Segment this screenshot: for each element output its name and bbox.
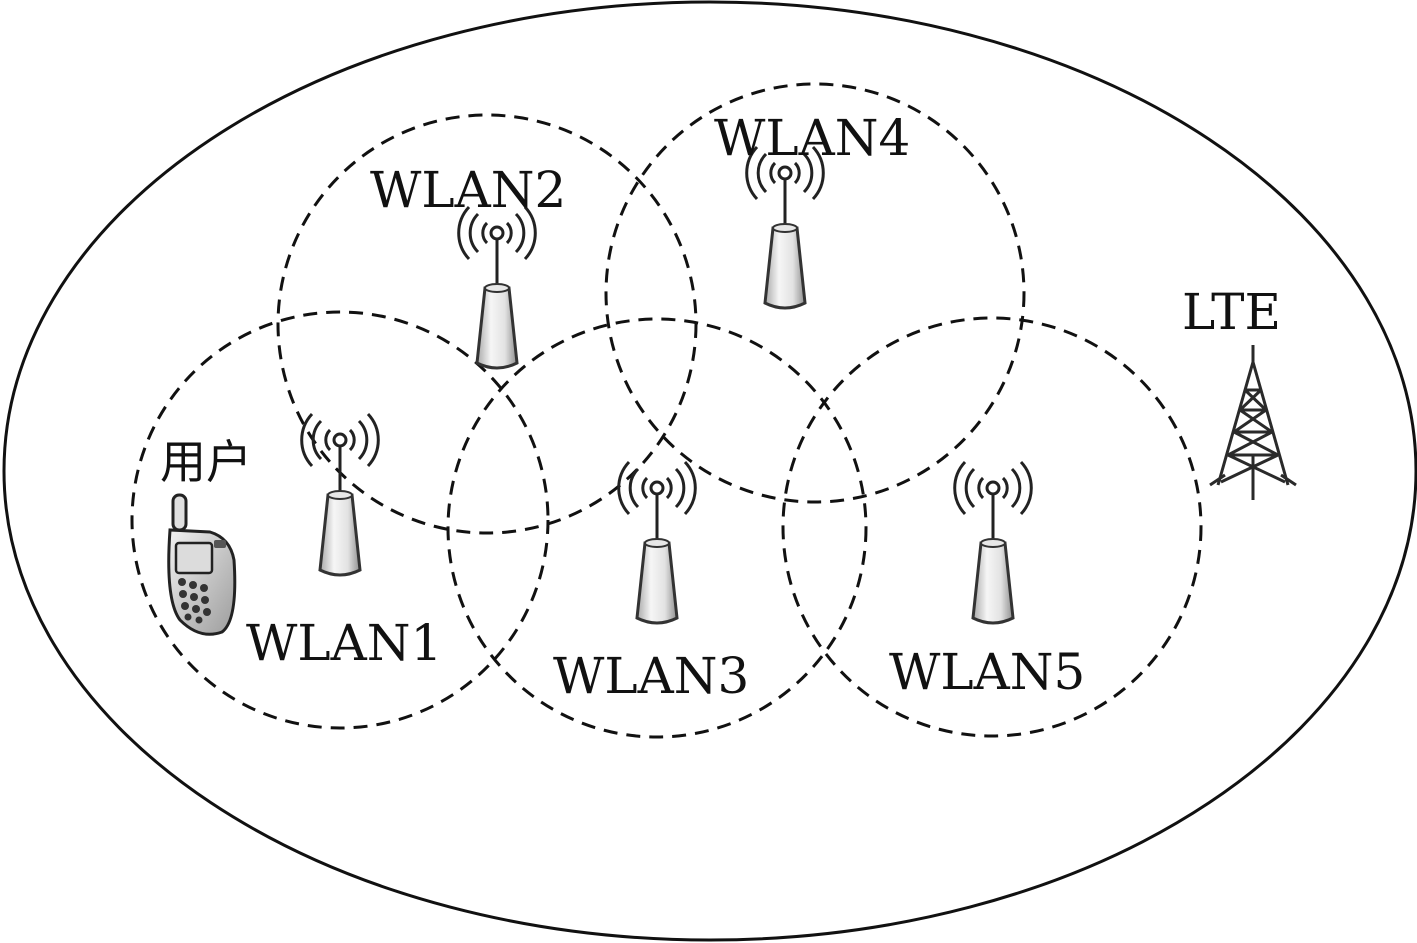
- wlan1-access-point-icon: [300, 412, 380, 577]
- user-label: 用户: [160, 435, 252, 489]
- wlan2-access-point-icon: [457, 205, 537, 370]
- lte-label: LTE: [1182, 283, 1281, 341]
- wlan5-label: WLAN5: [889, 643, 1085, 701]
- wlan3-label: WLAN3: [553, 647, 749, 705]
- lte-tower-icon: [1209, 345, 1297, 500]
- wlan4-access-point-icon: [745, 145, 825, 310]
- mobile-phone-icon: [167, 493, 237, 636]
- wlan5-coverage-circle: [781, 316, 1203, 738]
- wlan5-access-point-icon: [953, 460, 1033, 625]
- wlan4-coverage-circle: [604, 82, 1026, 504]
- wlan-coverage-areas: [130, 82, 1203, 739]
- wlan3-coverage-circle: [446, 317, 868, 739]
- wlan3-access-point-icon: [617, 460, 697, 625]
- wlan4-label: WLAN4: [714, 109, 910, 167]
- wlan1-label: WLAN1: [246, 614, 442, 672]
- wlan2-label: WLAN2: [370, 161, 566, 219]
- wlan1-coverage-circle: [130, 310, 550, 730]
